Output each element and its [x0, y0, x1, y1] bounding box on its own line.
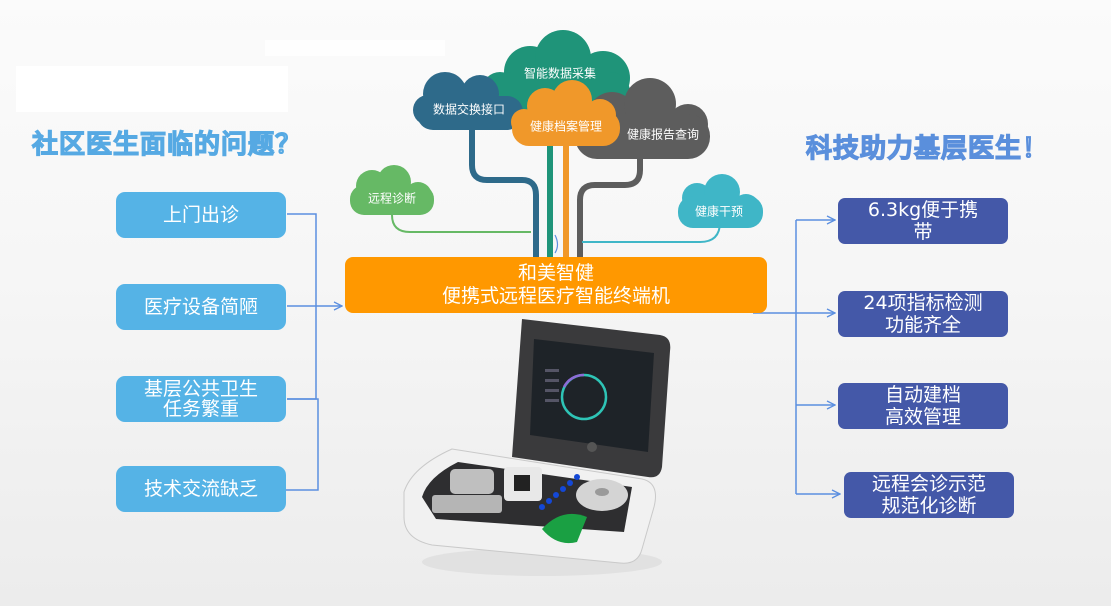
stem-data-exchange	[469, 125, 539, 258]
cloud-health-intervention	[678, 174, 763, 228]
cloud-label-remote-diagnosis: 远程诊断	[367, 191, 417, 206]
product-banner: 和美智健 便携式远程医疗智能终端机	[345, 257, 767, 313]
cloud-stems	[391, 120, 721, 258]
right-connectors	[753, 220, 840, 494]
connector-line	[286, 398, 319, 491]
problem-box: 技术交流缺乏	[116, 466, 286, 512]
cloud-label-health-intervention: 健康干预	[694, 204, 744, 219]
left-connectors	[286, 213, 342, 491]
stem-health-report	[577, 155, 643, 258]
cloud-label-health-report: 健康报告查询	[626, 127, 700, 142]
cloud-label-health-records: 健康档案管理	[529, 119, 603, 134]
cloud-health-records	[511, 80, 620, 146]
cloud-remote-diagnosis	[350, 165, 434, 215]
background-patch	[16, 66, 288, 112]
feature-box: 远程会诊示范 规范化诊断	[844, 472, 1014, 518]
feature-box: 24项指标检测 功能齐全	[838, 291, 1008, 337]
problem-box: 上门出诊	[116, 192, 286, 238]
left-headline: 社区医生面临的问题？	[31, 129, 303, 160]
right-headline: 科技助力基层医生！	[805, 133, 1050, 164]
stem-remote-diagnosis	[391, 214, 531, 233]
product-name: 便携式远程医疗智能终端机	[441, 285, 670, 307]
cloud-data-exchange	[413, 72, 523, 130]
double-arrow	[554, 234, 559, 254]
product-brand: 和美智健	[517, 262, 594, 284]
background-patch	[265, 40, 445, 56]
feature-box: 6.3kg便于携 带	[838, 198, 1008, 244]
feature-box: 自动建档 高效管理	[838, 383, 1008, 429]
device-illustration	[403, 319, 671, 576]
cloud-label-data-collection: 智能数据采集	[523, 66, 597, 81]
problem-box: 医疗设备简陋	[116, 284, 286, 330]
problem-box: 基层公共卫生 任务繁重	[116, 376, 286, 422]
cloud-label-data-exchange: 数据交换接口	[432, 102, 506, 117]
